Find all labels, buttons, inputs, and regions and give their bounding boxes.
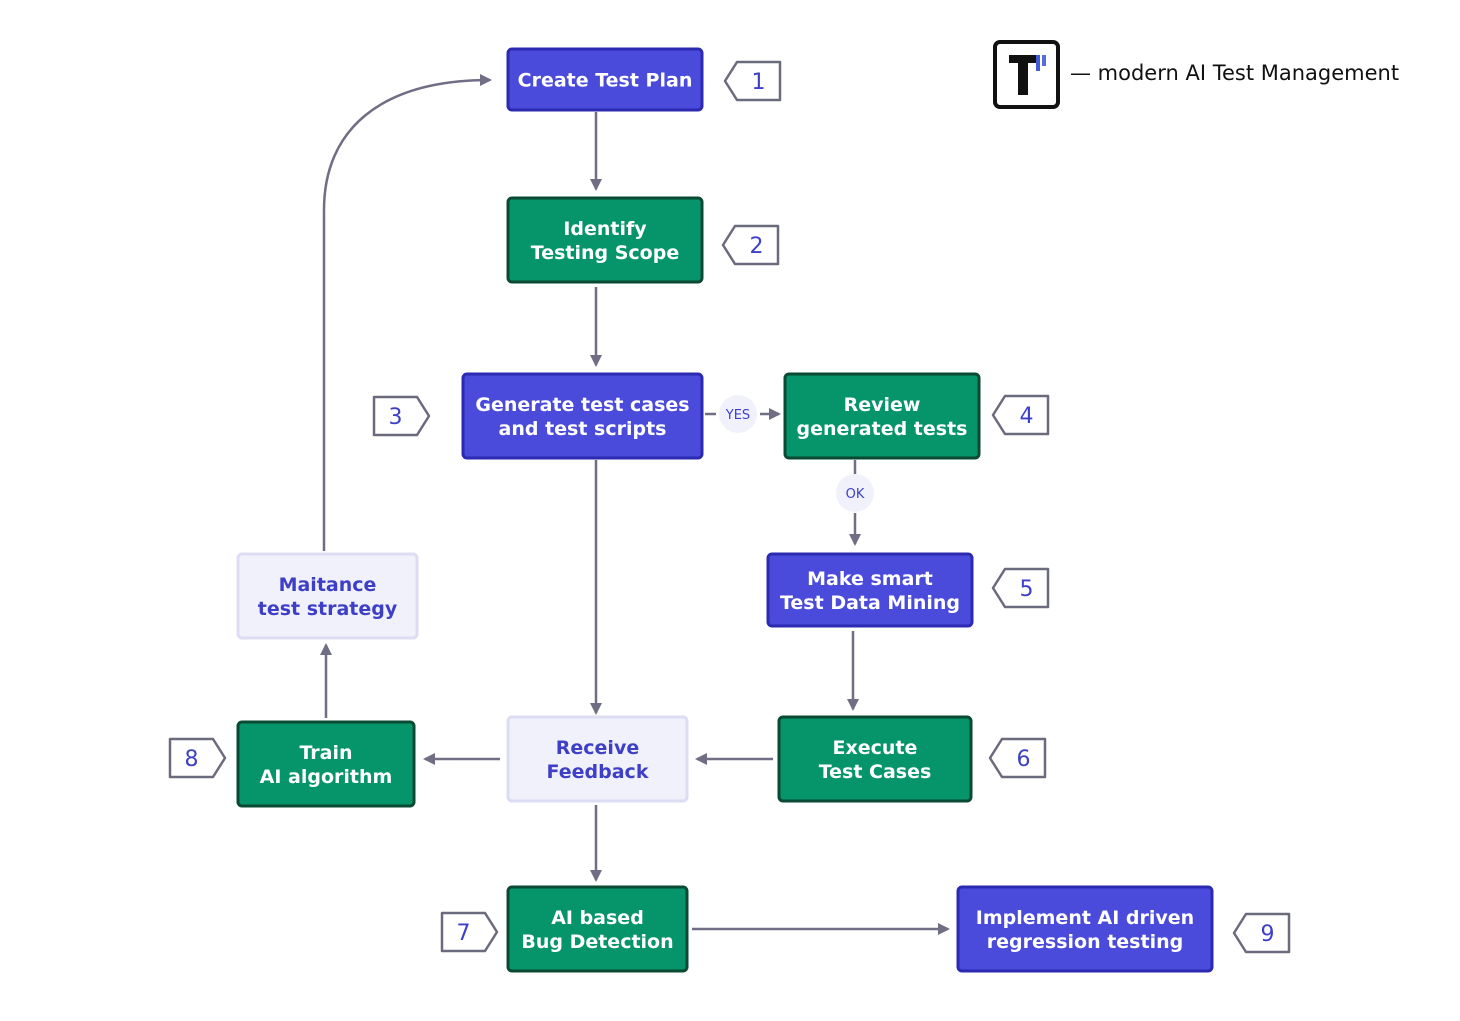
- node-label: Execute: [833, 737, 918, 759]
- node-label: Generate test cases: [475, 394, 689, 416]
- node-label: generated tests: [797, 418, 968, 440]
- step-tag-4: 4: [991, 394, 1050, 436]
- node-label: Test Cases: [819, 761, 932, 783]
- step-tag-3: 3: [372, 395, 431, 437]
- step-tag-8: 8: [168, 737, 227, 779]
- node-label: regression testing: [987, 931, 1183, 953]
- edge-label-ok: OK: [836, 474, 874, 512]
- brand-tagline: — modern AI Test Management: [1070, 61, 1399, 85]
- connector-maintenance-to-plan: [322, 74, 492, 551]
- svg-text:YES: YES: [725, 408, 750, 423]
- edge-label-yes: YES: [719, 395, 757, 433]
- node-label: Testing Scope: [531, 242, 679, 264]
- step-tag-9: 9: [1232, 912, 1291, 954]
- svg-text:OK: OK: [846, 487, 865, 502]
- step-tag-1: 1: [723, 60, 782, 102]
- node-label: test strategy: [258, 598, 398, 620]
- brand-logo: T: [993, 40, 1060, 109]
- node-create-test-plan: Create Test Plan: [506, 47, 704, 112]
- step-tag-number: 8: [185, 747, 199, 772]
- step-tag-7: 7: [440, 911, 499, 953]
- node-label: and test scripts: [499, 418, 667, 440]
- step-tag-number: 7: [457, 921, 471, 946]
- step-tag-number: 5: [1020, 577, 1034, 602]
- node-label: AI based: [551, 907, 644, 929]
- node-label: Identify: [563, 218, 647, 240]
- node-label: Test Data Mining: [780, 592, 960, 614]
- node-label: Bug Detection: [521, 931, 673, 953]
- step-tag-2: 2: [721, 224, 780, 266]
- node-label: Create Test Plan: [518, 70, 693, 92]
- step-tag-number: 2: [750, 234, 764, 259]
- node-label: Receive: [556, 737, 639, 759]
- node-label: Make smart: [807, 568, 933, 590]
- step-tag-5: 5: [991, 567, 1050, 609]
- node-label: Feedback: [547, 761, 649, 783]
- step-tag-number: 3: [389, 405, 403, 430]
- step-tag-6: 6: [988, 737, 1047, 779]
- step-tag-number: 9: [1261, 922, 1275, 947]
- node-label: AI algorithm: [260, 766, 393, 788]
- node-label: Train: [299, 742, 352, 764]
- node-label: Maitance: [279, 574, 377, 596]
- node-label: Implement AI driven: [976, 907, 1194, 929]
- step-tag-number: 1: [752, 70, 766, 95]
- node-label: Review: [844, 394, 921, 416]
- step-tag-number: 4: [1020, 404, 1034, 429]
- step-tag-number: 6: [1017, 747, 1031, 772]
